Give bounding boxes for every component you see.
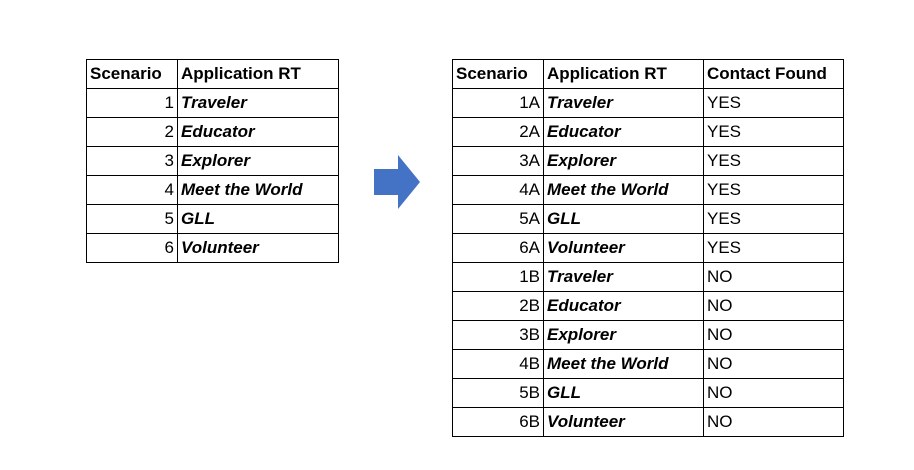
cell-scenario: 1A <box>452 88 544 118</box>
cell-scenario: 4B <box>452 349 544 379</box>
cell-scenario: 2B <box>452 291 544 321</box>
header-scenario: Scenario <box>86 59 178 89</box>
cell-scenario: 2A <box>452 117 544 147</box>
table-row: 2B Educator NO <box>452 291 844 321</box>
table-row: 4A Meet the World YES <box>452 175 844 205</box>
cell-application: Educator <box>543 291 704 321</box>
cell-application: Volunteer <box>543 407 704 437</box>
table-row: 3B Explorer NO <box>452 320 844 350</box>
cell-scenario: 4A <box>452 175 544 205</box>
table-row: 1 Traveler <box>86 88 339 118</box>
cell-contact-found: NO <box>703 378 844 408</box>
cell-application: Volunteer <box>543 233 704 263</box>
table-row: 4 Meet the World <box>86 175 339 205</box>
cell-scenario: 6 <box>86 233 178 263</box>
header-contact-found: Contact Found <box>703 59 844 89</box>
table-row: 5B GLL NO <box>452 378 844 408</box>
cell-scenario: 1 <box>86 88 178 118</box>
table-row: 2 Educator <box>86 117 339 147</box>
cell-application: Explorer <box>177 146 339 176</box>
cell-scenario: 3 <box>86 146 178 176</box>
cell-scenario: 5A <box>452 204 544 234</box>
cell-contact-found: YES <box>703 204 844 234</box>
table-row: 1B Traveler NO <box>452 262 844 292</box>
cell-contact-found: NO <box>703 291 844 321</box>
cell-application: Traveler <box>543 262 704 292</box>
table-row: 1A Traveler YES <box>452 88 844 118</box>
cell-contact-found: YES <box>703 146 844 176</box>
cell-contact-found: NO <box>703 320 844 350</box>
table-row: 6B Volunteer NO <box>452 407 844 437</box>
header-application-rt: Application RT <box>177 59 339 89</box>
cell-contact-found: YES <box>703 88 844 118</box>
table-row: 3A Explorer YES <box>452 146 844 176</box>
cell-contact-found: NO <box>703 262 844 292</box>
cell-scenario: 1B <box>452 262 544 292</box>
scenario-table-right: Scenario Application RT Contact Found 1A… <box>452 59 844 437</box>
cell-scenario: 6A <box>452 233 544 263</box>
table-row: 6 Volunteer <box>86 233 339 263</box>
cell-application: Volunteer <box>177 233 339 263</box>
cell-application: GLL <box>543 204 704 234</box>
cell-scenario: 5B <box>452 378 544 408</box>
cell-application: Meet the World <box>543 349 704 379</box>
table-row: 6A Volunteer YES <box>452 233 844 263</box>
table-row: 5 GLL <box>86 204 339 234</box>
cell-scenario: 3A <box>452 146 544 176</box>
cell-application: Meet the World <box>177 175 339 205</box>
cell-application: Explorer <box>543 146 704 176</box>
scenario-table-left: Scenario Application RT 1 Traveler 2 Edu… <box>86 59 339 263</box>
header-scenario: Scenario <box>452 59 544 89</box>
cell-contact-found: YES <box>703 117 844 147</box>
table-header-row: Scenario Application RT <box>86 59 339 89</box>
cell-contact-found: NO <box>703 407 844 437</box>
cell-application: Meet the World <box>543 175 704 205</box>
cell-scenario: 4 <box>86 175 178 205</box>
cell-application: Traveler <box>177 88 339 118</box>
cell-scenario: 3B <box>452 320 544 350</box>
table-row: 3 Explorer <box>86 146 339 176</box>
cell-application: Educator <box>543 117 704 147</box>
cell-scenario: 6B <box>452 407 544 437</box>
table-row: 5A GLL YES <box>452 204 844 234</box>
cell-application: Explorer <box>543 320 704 350</box>
right-arrow-icon <box>374 155 420 209</box>
cell-scenario: 2 <box>86 117 178 147</box>
cell-contact-found: YES <box>703 233 844 263</box>
table-row: 2A Educator YES <box>452 117 844 147</box>
cell-contact-found: NO <box>703 349 844 379</box>
cell-application: GLL <box>543 378 704 408</box>
header-application-rt: Application RT <box>543 59 704 89</box>
table-header-row: Scenario Application RT Contact Found <box>452 59 844 89</box>
cell-application: Educator <box>177 117 339 147</box>
cell-application: GLL <box>177 204 339 234</box>
cell-scenario: 5 <box>86 204 178 234</box>
cell-application: Traveler <box>543 88 704 118</box>
cell-contact-found: YES <box>703 175 844 205</box>
table-row: 4B Meet the World NO <box>452 349 844 379</box>
